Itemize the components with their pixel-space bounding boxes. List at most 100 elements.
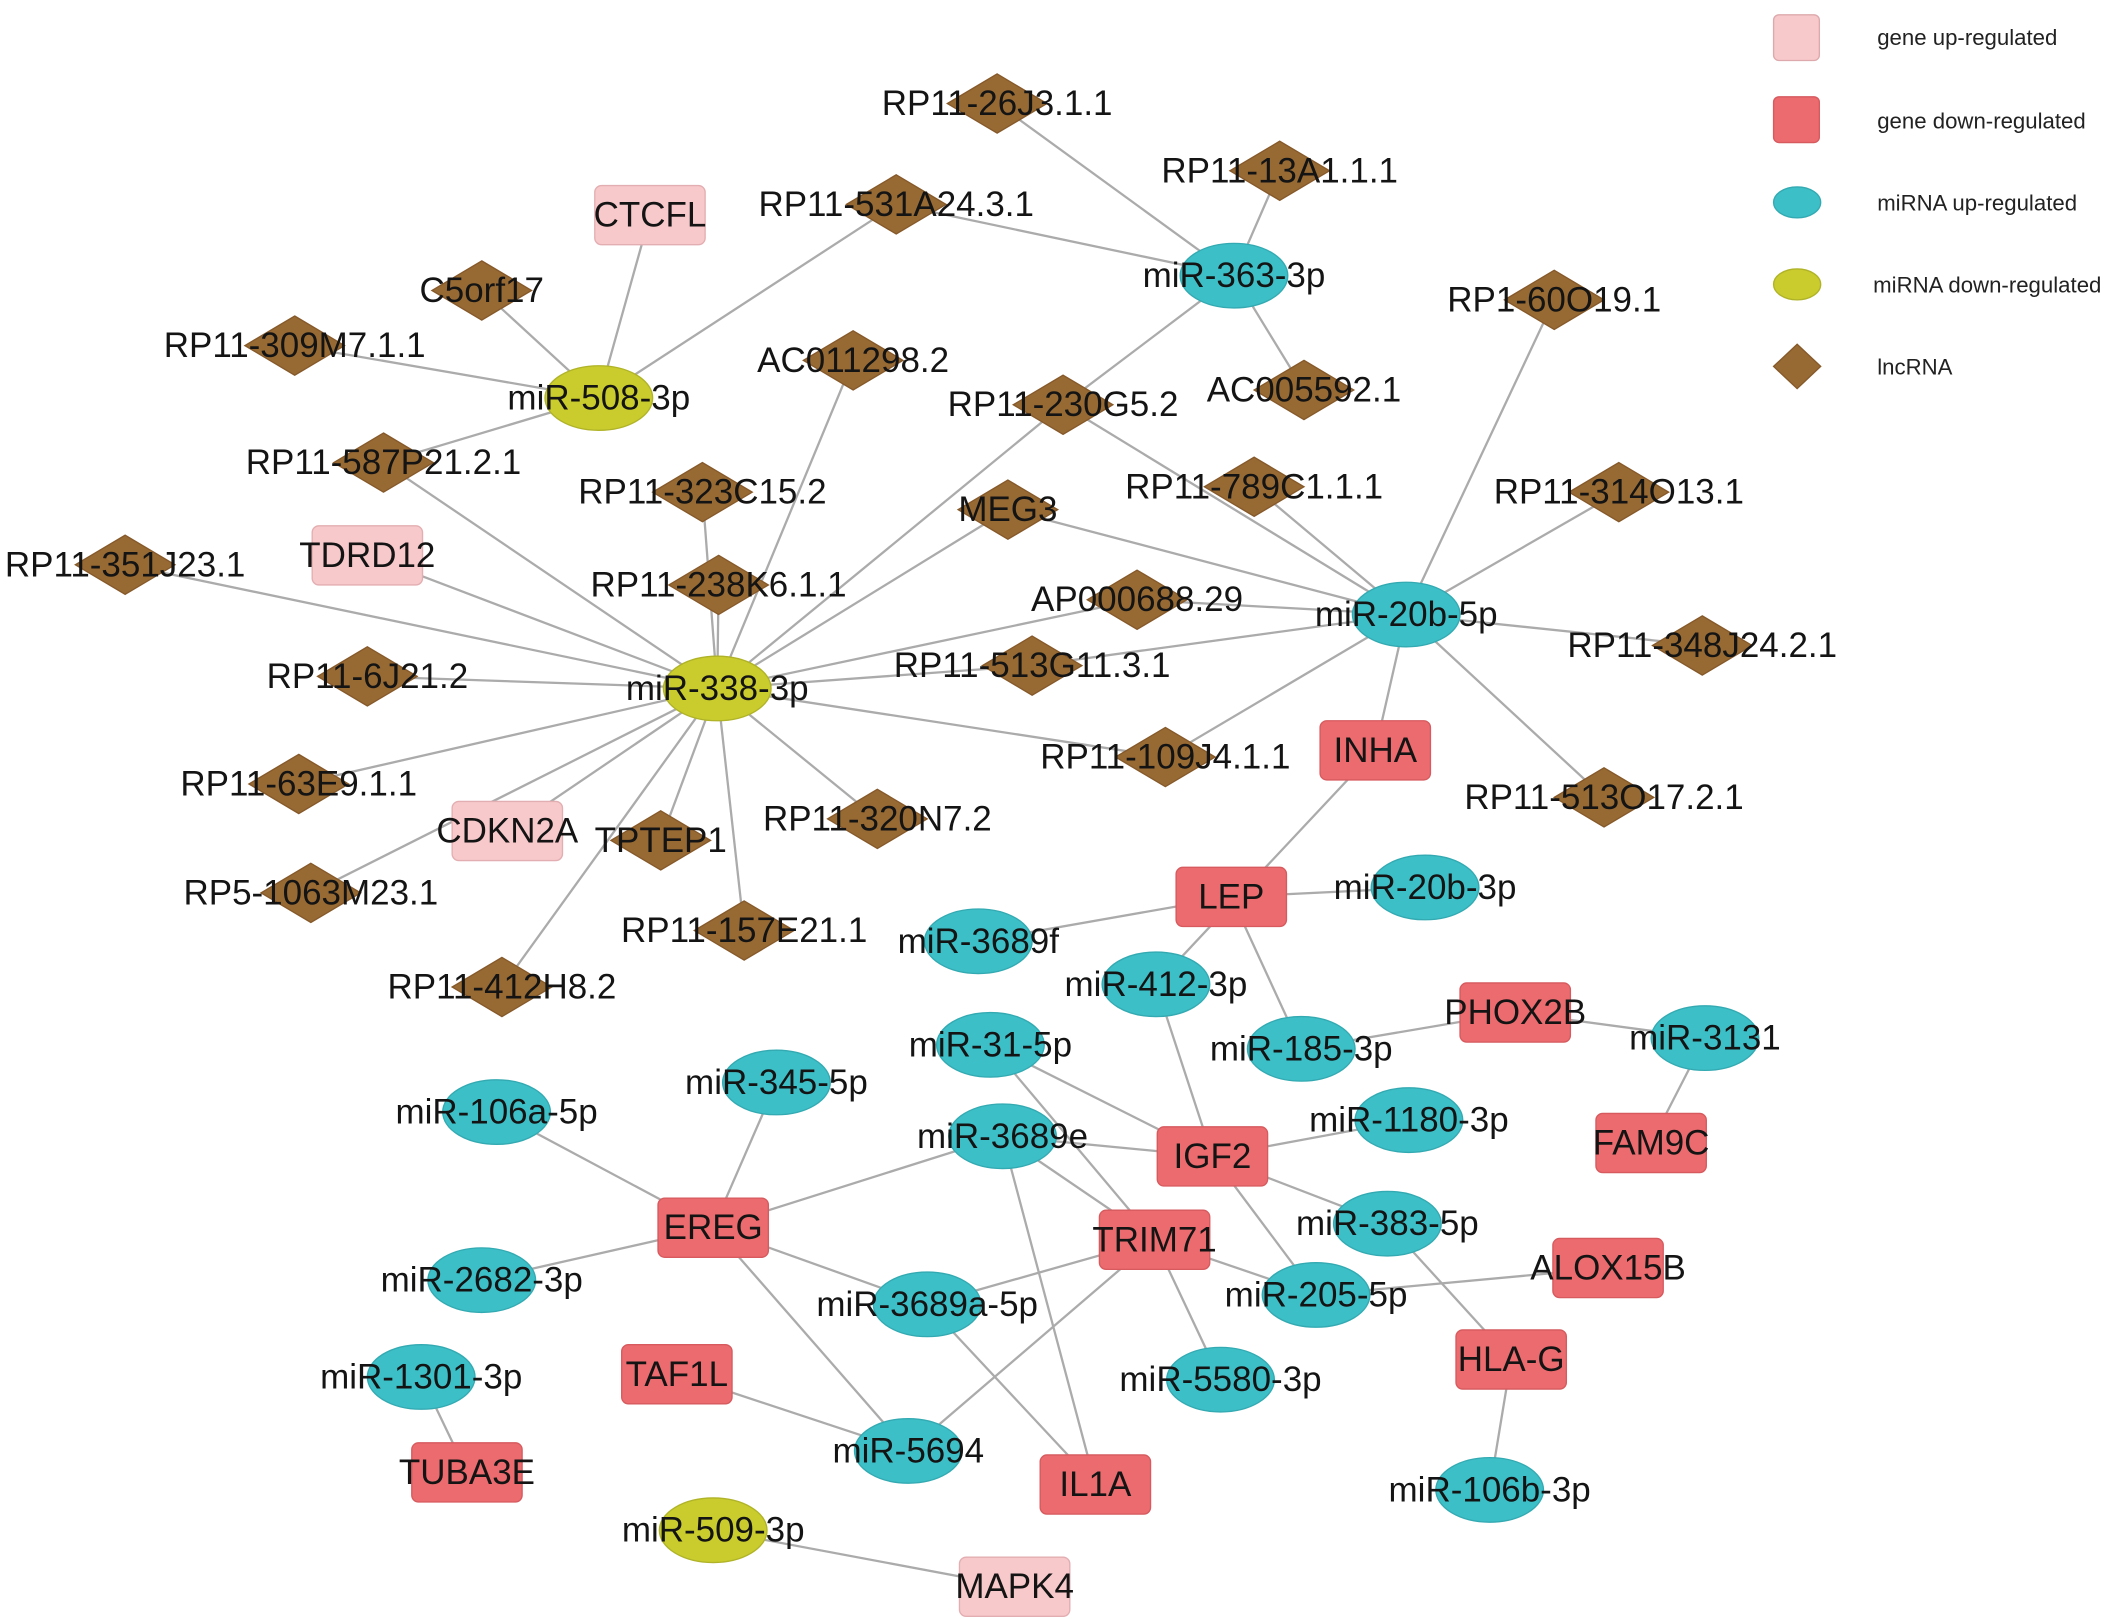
node-label: TRIM71 [1092, 1220, 1216, 1259]
gene-down-node [1098, 1209, 1211, 1271]
gene-up-swatch [1772, 14, 1821, 62]
legend-item-mirna-up: miRNA up-regulated [1772, 186, 2077, 219]
edge [382, 461, 718, 690]
lncrna-node [1503, 269, 1606, 331]
node-label: miR-3689a-5p [816, 1285, 1038, 1324]
mirna-up-node [923, 908, 1033, 975]
edge [366, 554, 718, 690]
lncrna-node [450, 956, 554, 1018]
legend-item-lncrna: lncRNA [1772, 343, 1953, 390]
node-label: miR-1301-3p [320, 1357, 522, 1396]
lncrna-node [430, 260, 533, 321]
mirna-up-node [1166, 1346, 1276, 1413]
legend: gene up-regulated gene down-regulated mi… [1772, 14, 2101, 390]
node-label: AP000688.29 [1031, 580, 1243, 619]
lncrna-node [1567, 461, 1670, 523]
node-label: MAPK4 [955, 1567, 1074, 1606]
mirna-up-node [935, 1011, 1045, 1078]
node-label: miR-1180-3p [1309, 1101, 1509, 1140]
node-label: miR-3689e [917, 1117, 1088, 1156]
mirna-down-swatch [1772, 268, 1822, 301]
lncrna-node [609, 810, 712, 871]
gene-down-node [1459, 982, 1572, 1043]
node-label: RP11-63E9.1.1 [180, 764, 417, 803]
mirna-up-node [1435, 1456, 1545, 1523]
mirna-up-node [853, 1417, 963, 1484]
node-label: EREG [664, 1208, 763, 1247]
edge [716, 508, 1009, 690]
edge [712, 1226, 910, 1452]
edge [716, 403, 1064, 690]
label-layer: RP11-26J3.1.1RP11-13A1.1.1RP11-531A24.3.… [5, 84, 1837, 1606]
lncrna-node [243, 315, 346, 376]
node-label: RP11-309M7.1.1 [164, 326, 426, 365]
lncrna-node [802, 330, 905, 391]
node-label: INHA [1333, 731, 1417, 770]
node-label: miR-31-5p [909, 1025, 1072, 1064]
node-label: AC011298.2 [757, 341, 949, 380]
node-label: RP11-412H8.2 [388, 968, 617, 1007]
lncrna-node [259, 862, 362, 924]
node-label: RP11-348J24.2.1 [1567, 626, 1837, 665]
mirna-up-node [1354, 1087, 1464, 1154]
mirna-up-node [1332, 1190, 1442, 1257]
node-label: miR-3131 [1629, 1019, 1781, 1058]
node-label: FAM9C [1593, 1123, 1710, 1162]
gene-up-node [958, 1556, 1071, 1617]
node-label: RP1-60O19.1 [1447, 280, 1661, 319]
lncrna-node [1011, 374, 1115, 436]
gene-down-node [1595, 1112, 1707, 1174]
edge [124, 563, 718, 690]
gene-up-node [451, 800, 564, 862]
lncrna-node [1252, 359, 1356, 421]
edge [1164, 613, 1407, 759]
node-label: PHOX2B [1444, 993, 1586, 1032]
mirna-down-node [544, 365, 654, 431]
edge [996, 102, 1235, 277]
gene-down-node [1455, 1329, 1568, 1390]
edge [310, 687, 718, 894]
edge [717, 598, 1138, 690]
node-label: RP11-513G11.3.1 [894, 646, 1171, 685]
node-label: TDRD12 [299, 536, 435, 575]
node-label: TAF1L [626, 1355, 728, 1394]
node-label: miR-508-3p [507, 379, 690, 418]
node-label: MEG3 [958, 490, 1057, 529]
lncrna-node [1114, 726, 1217, 788]
node-label: RP11-513O17.2.1 [1464, 778, 1743, 817]
mirna-up-swatch [1772, 186, 1822, 219]
node-label: CDKN2A [436, 812, 579, 851]
node-label: miR-5580-3p [1119, 1360, 1321, 1399]
lncrna-node [667, 554, 770, 616]
node-label: RP11-238K6.1.1 [591, 565, 847, 604]
gene-down-node [1552, 1237, 1664, 1299]
mirna-up-node [1101, 951, 1211, 1018]
lncrna-node [956, 479, 1060, 541]
edge [907, 1238, 1156, 1452]
node-label: miR-509-3p [622, 1511, 805, 1550]
edge [1405, 299, 1556, 616]
edge [298, 687, 718, 786]
edge [1062, 403, 1407, 616]
node-label: miR-412-3p [1065, 965, 1248, 1004]
node-label: RP11-109J4.1.1 [1040, 738, 1290, 777]
node-layer [74, 73, 1760, 1617]
gene-down-node [1039, 1454, 1152, 1515]
node-label: miR-338-3p [626, 669, 809, 708]
node-label: HLA-G [1458, 1340, 1565, 1379]
node-label: IGF2 [1174, 1137, 1252, 1176]
node-label: TPTEP1 [595, 821, 727, 860]
mirna-up-node [1650, 1005, 1760, 1072]
edge [895, 203, 1235, 277]
lncrna-node [845, 174, 948, 235]
node-label: RP5-1063M23.1 [183, 873, 438, 912]
node-label: RP11-587P21.2.1 [246, 443, 522, 482]
legend-label: gene up-regulated [1877, 25, 2057, 50]
edge [717, 687, 1166, 759]
node-label: miR-20b-5p [1315, 595, 1498, 634]
gene-down-node [657, 1197, 770, 1258]
edge [1405, 613, 1605, 799]
edge [1001, 1135, 1097, 1485]
mirna-up-node [1246, 1015, 1356, 1082]
